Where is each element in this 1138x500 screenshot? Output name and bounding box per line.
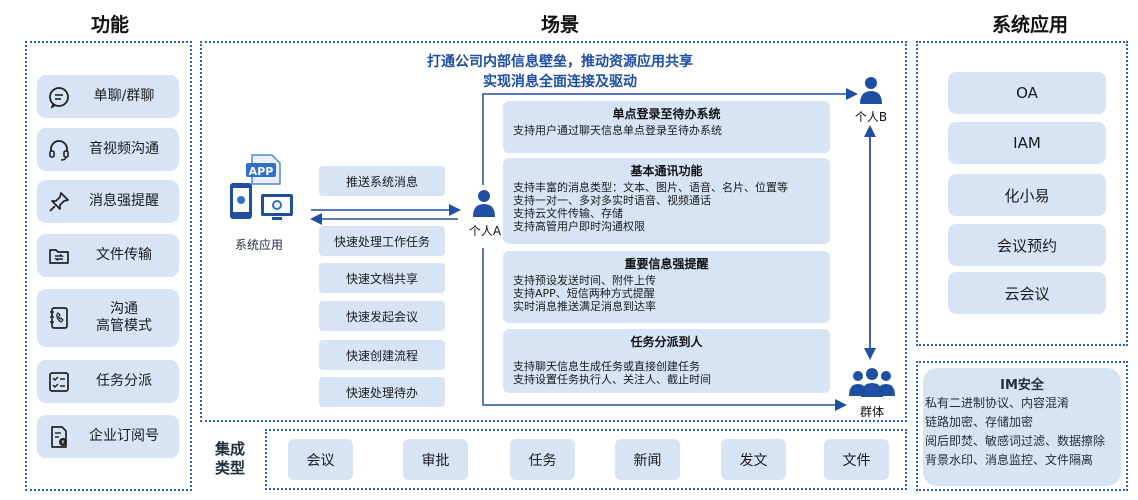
quick-action-todo[interactable]: 快速处理待办 [319,377,445,407]
feature-label: 企业订阅号 [89,428,159,444]
card-sso: 单点登录至待办系统 支持用户通过聊天信息单点登录至待办系统 [503,101,830,153]
card-line: 支持高管用户即时沟通权限 [513,220,645,233]
card-line: 支持一对一、多对多实时语音、视频通话 [513,194,711,207]
feature-strong-reminder[interactable]: 消息强提醒 [37,180,179,223]
feature-label: 文件传输 [96,247,152,263]
system-app-label: 系统应用 [234,238,283,252]
integration-approval[interactable]: 审批 [403,439,468,480]
notebook-phone-icon [37,306,81,330]
checklist-icon [37,370,81,394]
card-strong-reminder: 重要信息强提醒 支持预设发送时间、附件上传 支持APP、短信两种方式提醒 实时消… [503,251,830,323]
quick-action-flow[interactable]: 快速创建流程 [319,340,445,370]
headset-icon [37,138,81,162]
android-phone-icon [230,183,252,219]
feature-label: 沟通 高管模式 [96,301,152,334]
im-security-line: 链路加密、存储加密 [925,415,1034,429]
im-security-line: 背景水印、消息监控、文件隔离 [925,453,1094,467]
card-title: 重要信息强提醒 [624,257,709,271]
card-line: 支持设置任务执行人、关注人、截止时间 [513,373,711,386]
sys-app-huaxiaoyi[interactable]: 化小易 [948,174,1106,216]
integration-task[interactable]: 任务 [510,439,575,480]
card-line: 支持预设发送时间、附件上传 [513,274,656,287]
im-security-title: IM安全 [1000,378,1044,393]
feature-label: 音视频沟通 [89,141,159,157]
system-app-illustration [226,152,298,222]
arrow-person-a-to-group [482,248,847,411]
card-title: 基本通讯功能 [630,164,703,178]
feature-exec-mode[interactable]: 沟通 高管模式 [37,289,179,347]
sys-app-meeting-booking[interactable]: 会议预约 [948,224,1106,266]
im-security-line: 阅后即焚、敏感词过滤、数据擦除 [925,434,1106,448]
im-security-panel [916,361,1128,491]
card-line: 支持用户通过聊天信息单点登录至待办系统 [513,124,722,137]
sys-app-oa[interactable]: OA [948,72,1106,114]
feature-label: 任务分派 [96,373,152,389]
quick-action-meeting[interactable]: 快速发起会议 [319,301,445,331]
feature-task-assign[interactable]: 任务分派 [37,360,179,403]
integration-document[interactable]: 发文 [721,439,786,480]
scenario-title-line1: 打通公司内部信息壁垒，推动资源应用共享 [427,54,693,70]
feature-subscription[interactable]: ¥ 企业订阅号 [37,415,179,458]
feature-label: 消息强提醒 [89,193,159,209]
integration-news[interactable]: 新闻 [615,439,680,480]
card-title: 任务分派到人 [630,335,703,349]
system-apps-panel [916,41,1128,346]
card-basic-comm: 基本通讯功能 支持丰富的消息类型：文本、图片、语音、名片、位置等 支持一对一、多… [503,158,830,244]
person-b-icon [859,75,883,109]
features-header: 功能 [90,14,129,36]
integration-file[interactable]: 文件 [824,439,889,480]
app-doc-icon [246,154,281,185]
card-line: 支持聊天信息生成任务或直接创建任务 [513,360,700,373]
scenario-header: 场景 [540,14,579,36]
folder-transfer-icon [37,244,81,268]
scenario-title-line2: 实现消息全面连接及驱动 [483,74,637,90]
arrow-person-a-to-b [482,88,858,185]
card-task-assign: 任务分派到人 支持聊天信息生成任务或直接创建任务 支持设置任务执行人、关注人、截… [503,329,830,393]
app-badge: APP [248,165,274,178]
subscription-doc-icon: ¥ [37,425,81,449]
card-line: 支持丰富的消息类型：文本、图片、语音、名片、位置等 [513,181,788,194]
quick-action-doc-share[interactable]: 快速文档共享 [319,263,445,293]
feature-label: 单聊/群聊 [93,88,155,104]
person-b-label: 个人B [854,110,888,124]
sys-app-cloud-meeting[interactable]: 云会议 [948,272,1106,314]
card-line: 支持云文件传输、存储 [513,207,623,220]
group-icon [848,366,896,402]
person-a-label: 个人A [468,224,502,238]
im-security-line: 私有二进制协议、内容混淆 [925,396,1070,410]
im-security-card: IM安全 私有二进制协议、内容混淆 链路加密、存储加密 阅后即焚、敏感词过滤、数… [923,368,1121,486]
integration-panel [265,429,907,490]
monitor-gear-icon [261,194,293,220]
scenario-panel [200,41,907,422]
system-apps-header: 系统应用 [991,14,1068,36]
features-panel [25,41,192,491]
quick-action-push-msg[interactable]: 推送系统消息 [319,166,445,196]
person-a-icon [472,188,496,222]
chat-bubble-icon [37,85,81,109]
pushpin-icon [37,190,81,214]
feature-chat[interactable]: 单聊/群聊 [37,75,179,118]
card-line: 支持APP、短信两种方式提醒 [513,287,655,300]
card-line: 实时消息推送满足消息到达率 [513,300,656,313]
card-title: 单点登录至待办系统 [612,107,721,121]
feature-file-transfer[interactable]: 文件传输 [37,234,179,277]
feature-av-call[interactable]: 音视频沟通 [37,128,179,171]
sys-app-iam[interactable]: IAM [948,122,1106,164]
quick-action-work-task[interactable]: 快速处理工作任务 [319,226,445,256]
integration-label: 集成 类型 [214,440,245,477]
integration-meeting[interactable]: 会议 [288,439,353,480]
group-label: 群体 [859,405,884,419]
svg-text:¥: ¥ [61,440,64,446]
